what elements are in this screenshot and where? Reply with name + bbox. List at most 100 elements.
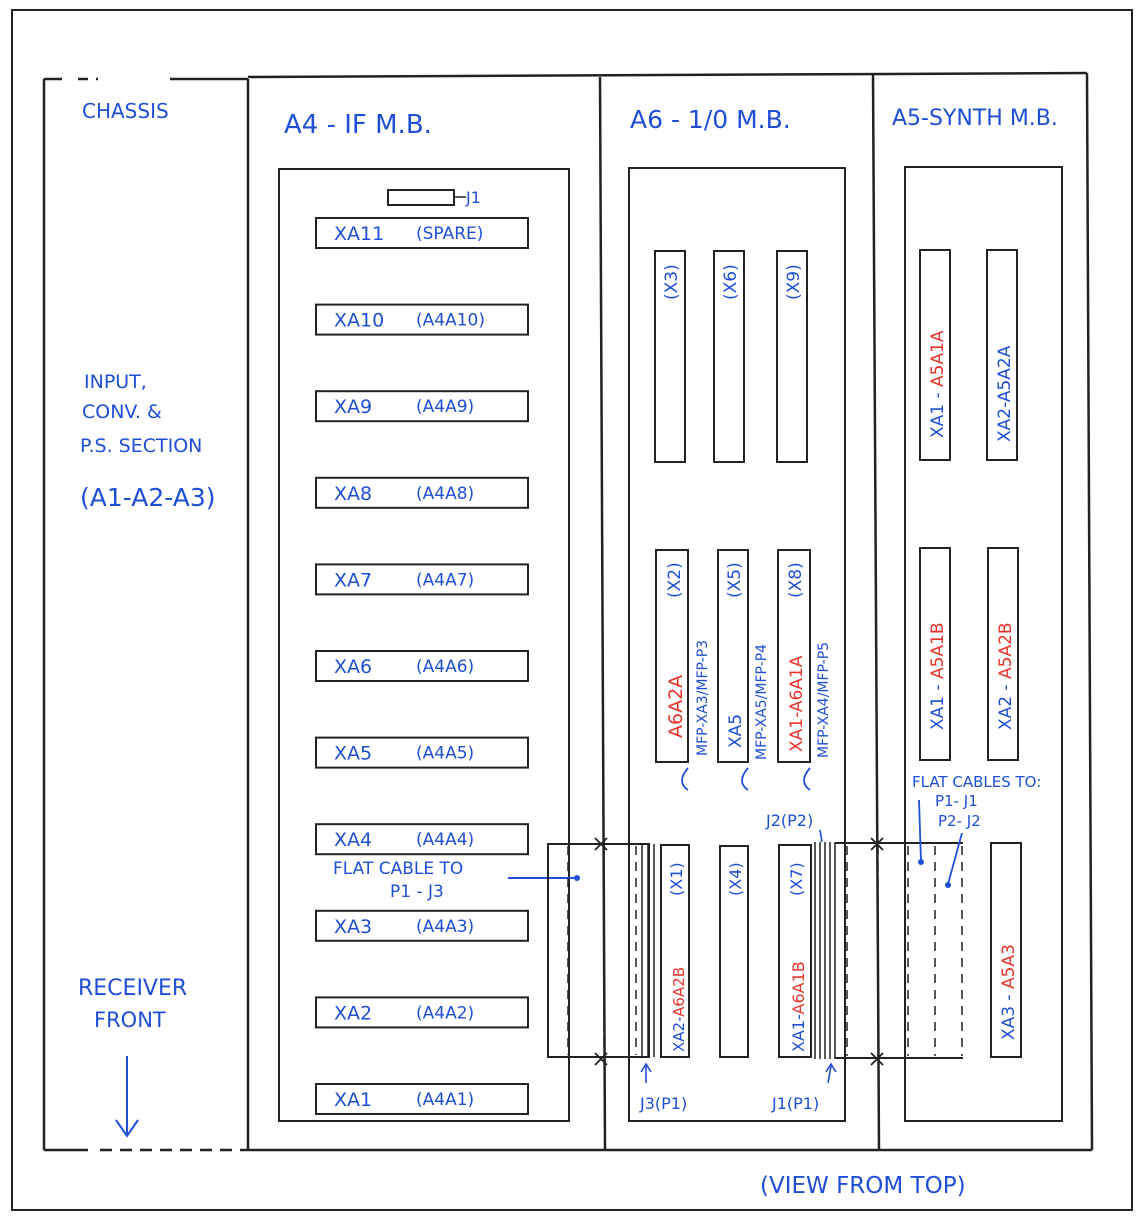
a5a1b-board-label: A5A1B xyxy=(928,622,948,679)
a6-slot-x3: (X3) xyxy=(654,250,686,463)
a6-slot-x7: (X7) XA1-A6A1B xyxy=(778,844,812,1058)
x3-label: (X3) xyxy=(662,264,682,300)
j2-label: J2(P2) xyxy=(765,811,813,830)
a5-flat-cables-line-1: FLAT CABLES TO: xyxy=(912,773,1041,791)
x8-label: (X8) xyxy=(786,562,806,598)
a4-slot-desc: (A4A6) xyxy=(416,657,474,677)
a6-slot-x9: (X9) xyxy=(776,250,808,463)
a5a2b-prefix: XA2 - xyxy=(996,679,1016,730)
a5a1b-label: XA1 - A5A1B xyxy=(928,622,948,730)
a6-slot-x5: (X5) XA5 MFP-XA5/MFP-P4 xyxy=(717,549,770,791)
left-flat-cable xyxy=(547,837,655,1066)
a4-slot-box xyxy=(315,303,529,336)
a4-slot-box xyxy=(315,390,529,423)
a5-slot-a5a1a: XA1 - A5A1A xyxy=(919,249,951,461)
a4-slot-desc: (A4A5) xyxy=(416,744,474,764)
a5a1b-prefix: XA1 - xyxy=(928,679,948,730)
a5a3-prefix: XA3 - xyxy=(999,989,1019,1040)
a5a1a-board-label: A5A1A xyxy=(928,330,948,387)
input-line-3: P.S. SECTION xyxy=(80,435,202,457)
a5-board xyxy=(904,166,1063,1122)
a5a2b-label: XA2 - A5A2B xyxy=(996,622,1016,730)
a4-j1-connector xyxy=(387,189,455,206)
a4-flat-cable-line-2: P1 - J3 xyxy=(390,882,444,902)
a4-slot-box xyxy=(315,1083,529,1115)
a5-title: A5-SYNTH M.B. xyxy=(892,106,1058,131)
j1-label: J1(P1) xyxy=(771,1094,819,1113)
a4-slot-xa3: XA3(A4A3) xyxy=(315,909,529,942)
x9-label: (X9) xyxy=(784,264,804,300)
a5-slot-a5a2b: XA2 - A5A2B xyxy=(987,547,1019,761)
chassis-outline xyxy=(42,71,1094,1152)
a4-slot-desc: (A4A8) xyxy=(416,484,474,504)
a5a1a-prefix: XA1 - xyxy=(928,387,948,438)
receiver-front-note: RECEIVER FRONT xyxy=(78,976,187,1138)
a5-slot-a5a3: XA3 - A5A3 xyxy=(990,842,1022,1058)
receiver-line-2: FRONT xyxy=(94,1008,166,1032)
a4-slot-id: XA10 xyxy=(334,310,384,332)
a4-slot-xa11: XA11 (SPARE) xyxy=(315,217,529,249)
a4-slot-desc: (A4A10) xyxy=(416,311,485,331)
x2-board-label: A6A2A xyxy=(665,675,687,738)
x1-label: (X1) xyxy=(667,862,686,896)
right-flat-cable xyxy=(814,837,963,1066)
a4-slot-id: XA5 xyxy=(334,743,372,765)
x5-board-label: XA5 xyxy=(726,714,746,748)
a4-slot-list: XA11 (SPARE) XA10 (A4A10) XA9 (A4A9) XA8 (A4A8)… xyxy=(315,217,529,1115)
a5a3-board-label: A5A3 xyxy=(999,944,1019,989)
a4-slot-desc: (SPARE) xyxy=(416,224,483,244)
x7-slot-label: XA1-A6A1B xyxy=(789,961,808,1052)
chassis-label: CHASSIS xyxy=(82,99,169,123)
a4-slot-box xyxy=(315,650,529,682)
a4-slot-id: XA2 xyxy=(334,1002,372,1024)
a4-slot-xa10: XA10 (A4A10) xyxy=(315,303,529,336)
x6-label: (X6) xyxy=(721,264,741,300)
x8-mfp-label: MFP-XA4/MFP-P5 xyxy=(816,642,832,758)
a4-slot-id: XA1 xyxy=(334,1089,372,1111)
a4-slot-xa2: XA2 (A4A2) xyxy=(315,996,529,1029)
a4-slot-id: XA4 xyxy=(334,829,372,851)
a4-slot-box xyxy=(315,823,529,856)
x1-slot-label: XA2-A6A2B xyxy=(670,967,688,1052)
x5-label: (X5) xyxy=(725,562,745,598)
a4-slot-desc: (A4A7) xyxy=(416,570,474,590)
a4-slot-id: XA11 xyxy=(334,223,384,245)
x7-board-label: A6A1B xyxy=(789,961,808,1014)
a5a1a-label: XA1 - A5A1A xyxy=(928,330,948,438)
x2-mfp-label: MFP-XA3/MFP-P3 xyxy=(695,640,711,756)
a4-slot-xa8: XA8 (A4A8) xyxy=(315,476,529,509)
a4-slot-id: XA9 xyxy=(334,396,372,418)
a4-slot-box xyxy=(315,563,529,596)
a4-slot-xa4: XA4(A4A4) xyxy=(315,823,529,856)
a6-slot-x2: (X2) A6A2A MFP-XA3/MFP-P3 xyxy=(655,549,711,791)
a4-slot-box xyxy=(315,909,529,942)
a4-slot-id: XA8 xyxy=(334,483,372,505)
a4-slot-desc: (A4A9) xyxy=(416,397,474,417)
a4-flat-cable-line-1: FLAT CABLE TO xyxy=(333,859,463,879)
a5a2a-label-wrap: XA2-A5A2A xyxy=(995,345,1015,442)
x7-label: (X7) xyxy=(787,862,806,896)
a4-slot-id: XA7 xyxy=(334,569,372,591)
a6-slot-x1: (X1) XA2-A6A2B xyxy=(660,844,690,1058)
a4-slot-xa1: XA1(A4A1) xyxy=(315,1083,529,1115)
x8-board-label: XA1-A6A1A xyxy=(787,655,807,752)
a4-slot-box xyxy=(315,996,529,1029)
x1-prefix: XA2- xyxy=(670,1017,688,1052)
a6-board xyxy=(628,167,846,1122)
a4-slot-id: XA6 xyxy=(334,656,372,678)
front-arrow-icon xyxy=(115,1119,139,1138)
a4-slot-desc: (A4A2) xyxy=(416,1003,474,1023)
x4-label: (X4) xyxy=(726,862,745,896)
input-section-note: INPUT, CONV. & P.S. SECTION (A1-A2-A3) xyxy=(80,371,215,512)
a6-slot-x6: (X6) xyxy=(713,250,745,463)
a6-slot-x4: (X4) xyxy=(719,845,749,1058)
a5-slot-a5a2a: XA2-A5A2A xyxy=(986,249,1018,461)
input-line-1: INPUT, xyxy=(84,371,147,393)
a5-flat-cables-line-3: P2- J2 xyxy=(938,812,981,830)
input-line-4: (A1-A2-A3) xyxy=(80,483,215,512)
input-line-2: CONV. & xyxy=(82,401,162,423)
a4-j1-label: J1 xyxy=(465,188,481,207)
a5-flat-cables-line-2: P1- J1 xyxy=(935,792,978,810)
x5-mfp-label: MFP-XA5/MFP-P4 xyxy=(754,644,770,760)
a5a2b-board-label: A5A2B xyxy=(996,622,1016,679)
